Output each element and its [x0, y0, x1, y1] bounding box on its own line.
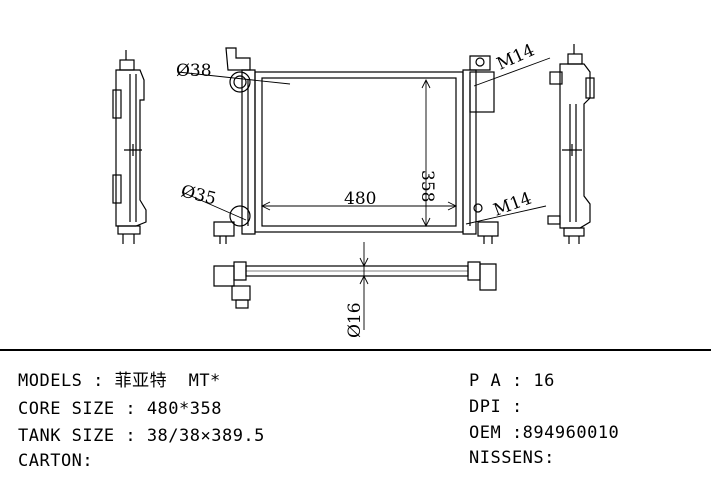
depth-diameter-label: Ø16 [345, 302, 365, 338]
front-view [213, 47, 499, 244]
dimension-lines [177, 57, 551, 330]
core-height-label: 358 [417, 170, 437, 202]
bottom-plan-view [213, 261, 497, 309]
spec-tank-size: TANK SIZE : 38/38×389.5 [18, 426, 265, 446]
right-side-view [547, 44, 595, 244]
outlet-diameter-label: Ø35 [179, 181, 218, 209]
section-divider [0, 349, 711, 351]
spec-dpi: DPI : [469, 397, 523, 417]
left-side-view [112, 50, 147, 244]
core-width-label: 480 [344, 189, 376, 209]
spec-nissens: NISSENS: [469, 448, 555, 468]
inlet-diameter-label: Ø38 [176, 61, 212, 81]
spec-pa: P A : 16 [469, 371, 555, 391]
spec-core-size: CORE SIZE : 480*358 [18, 399, 222, 419]
radiator-technical-drawing: Ø38 Ø35 M14 M14 358 480 Ø16 [112, 40, 595, 338]
spec-carton: CARTON: [18, 451, 94, 471]
thread-bottom-label: M14 [491, 189, 535, 221]
thread-top-label: M14 [494, 40, 538, 74]
spec-oem: OEM :894960010 [469, 423, 620, 443]
spec-models: MODELS : 菲亚特 MT* [18, 371, 221, 391]
